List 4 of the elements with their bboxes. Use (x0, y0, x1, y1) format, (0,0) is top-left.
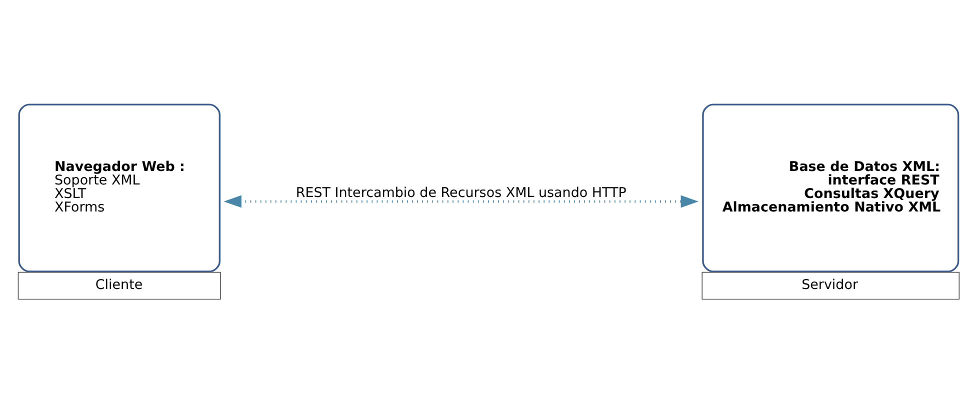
arrow (224, 194, 699, 208)
edge-label: REST Intercambio de Recursos XML usando HTTP (296, 184, 626, 201)
node-label: Servidor (802, 276, 858, 292)
node-label: Cliente (95, 276, 143, 292)
